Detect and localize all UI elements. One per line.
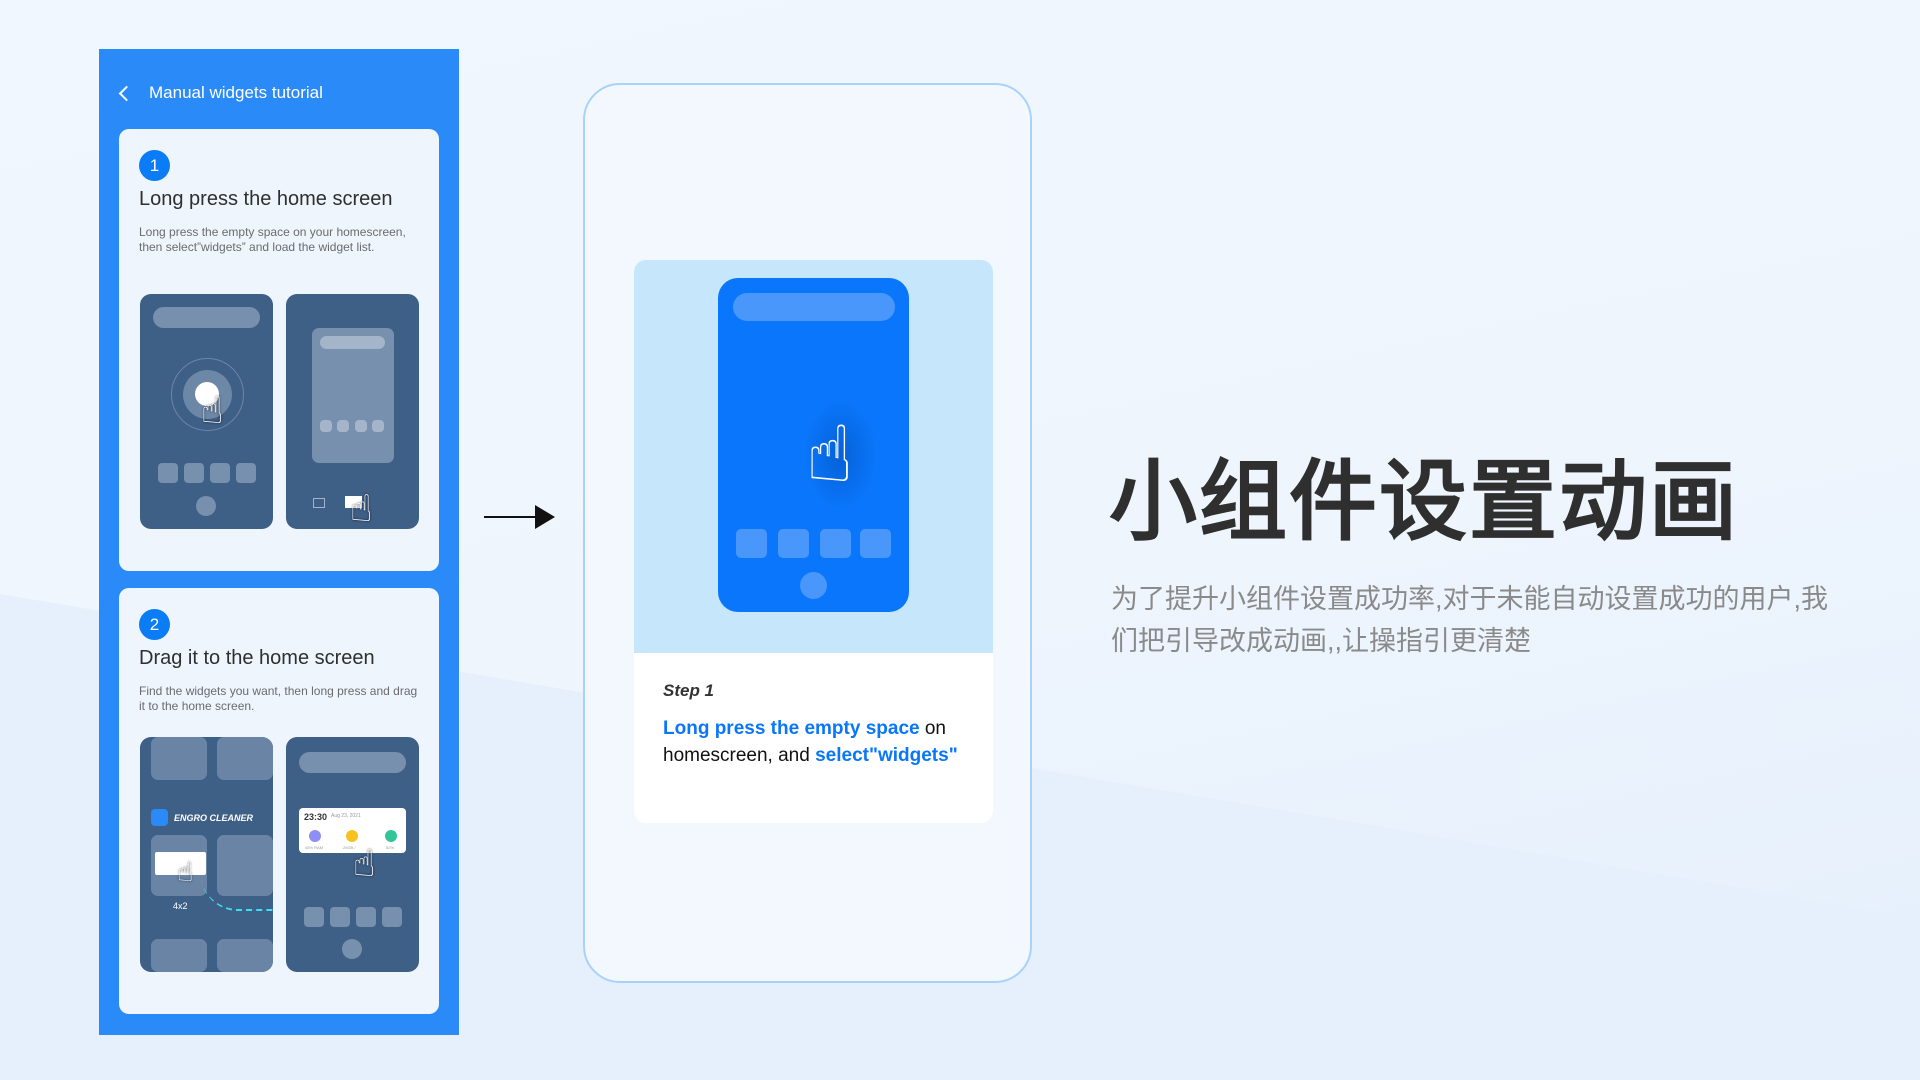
widget-stat: 52% [386,845,395,850]
app-drawer-icon [800,572,827,599]
headline-subtitle: 为了提升小组件设置成功率,对于未能自动设置成功的用户,我们把引导改成动画,,让操… [1111,584,1829,656]
step-card-1: 1 Long press the home screen Long press … [119,129,439,571]
step-description: Find the widgets you want, then long pre… [139,684,418,713]
phone-illustration-widgets-menu: ☝ [286,294,419,529]
back-chevron-icon[interactable] [118,85,135,101]
widget-date: Aug 23, 2021 [331,813,361,819]
instruction-text: on homescreen, and [663,718,946,766]
hand-pointer-icon: ☝ [177,857,194,887]
header: Manual widgets tutorial [99,81,323,105]
app-drawer-icon [196,496,216,516]
hand-pointer-icon: ☝ [353,843,376,884]
phone-illustration-widget-list: ENGRO CLEANER ☝ 4x2 [140,737,273,972]
step-heading: Long press the home screen [139,188,393,210]
highlight-text: select"widgets" [815,745,958,766]
phone-mockup: ☝ [718,278,909,612]
step-heading: Drag it to the home screen [139,647,375,669]
widget-thumbnail [155,852,206,875]
headline-title: 小组件设置动画 [1109,452,1740,551]
device-frame: ☝ Step 1 Long press the empty space on h… [583,83,1032,983]
phone-illustration-long-press: ☝ [140,294,273,529]
step-badge: 2 [139,609,170,640]
arrow-right-icon [484,516,538,518]
step-description: Long press the empty space on your homes… [139,225,406,254]
hand-pointer-icon: ☝ [806,410,854,498]
step-card-2: 2 Drag it to the home screen Find the wi… [119,588,439,1014]
tutorial-panel: Manual widgets tutorial 1 Long press the… [99,49,459,1035]
widget-stat: 25GB / [343,845,356,850]
app-icon [151,809,168,826]
hand-pointer-icon: ☝ [350,488,373,529]
app-name: ENGRO CLEANER [174,813,254,823]
wallpaper-icon [313,498,325,508]
phone-illustration-home-widget: 23:30 Aug 23, 2021 45% RAM 25GB / 52% ☝ [286,737,419,972]
step-badge: 1 [139,150,170,181]
widgets-icon [345,496,362,508]
step-instruction: Long press the empty space on homescreen… [663,715,969,769]
drag-path [201,874,273,911]
animation-preview-card: ☝ Step 1 Long press the empty space on h… [634,260,993,823]
hand-pointer-icon: ☝ [201,390,224,431]
app-drawer-icon [342,939,362,959]
header-title: Manual widgets tutorial [149,83,323,102]
widget-time: 23:30 [304,812,328,822]
arrow-head [535,505,555,529]
highlight-text: Long press the empty space [663,718,920,739]
widget-preview: 23:30 Aug 23, 2021 45% RAM 25GB / 52% [299,808,406,853]
step-label: Step 1 [663,681,715,700]
animation-illustration: ☝ [634,260,993,653]
widget-size: 4x2 [173,901,188,911]
widget-stat: 45% RAM [305,845,324,850]
